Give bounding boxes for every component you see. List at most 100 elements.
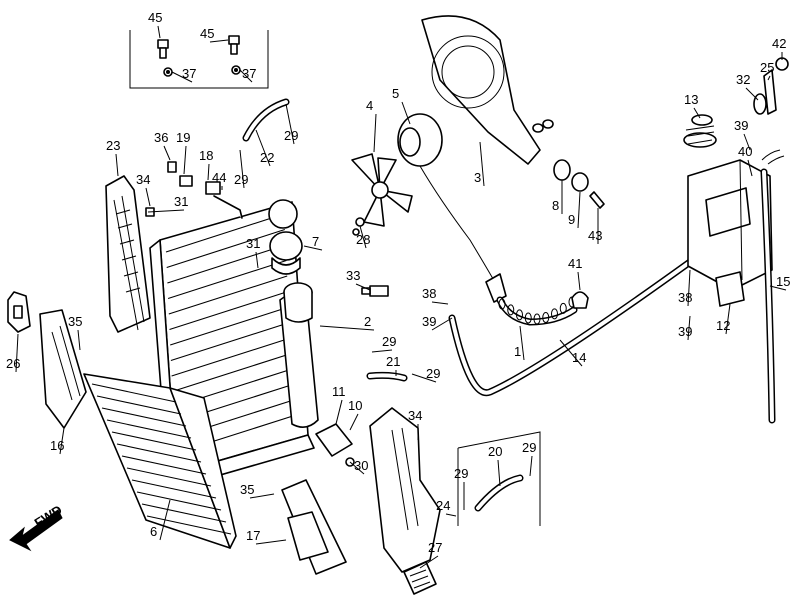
thermo-switch <box>352 217 389 297</box>
fan-shroud <box>421 15 541 165</box>
bracket-11 <box>315 423 355 467</box>
leader-line <box>209 39 229 43</box>
leader-line <box>77 329 81 351</box>
callout-label-35: 35 <box>68 314 82 329</box>
hose-22 <box>242 98 290 142</box>
grille-slat <box>111 431 197 451</box>
leader-line <box>159 499 171 541</box>
grille-slat <box>96 395 182 415</box>
leader-line <box>693 107 701 119</box>
grille-slat <box>126 467 212 487</box>
leader-line <box>255 129 271 167</box>
callout-label-31: 31 <box>246 236 260 251</box>
leader-line <box>335 399 343 425</box>
callout-label-13: 13 <box>684 92 698 107</box>
callout-label-21: 21 <box>386 354 400 369</box>
callout-label-37: 37 <box>182 66 196 81</box>
clamp-41 <box>571 291 589 309</box>
reserve-tank <box>687 159 773 307</box>
leader-line <box>559 339 583 367</box>
leader-line <box>255 251 259 269</box>
callout-label-42: 42 <box>772 36 786 51</box>
callout-label-29: 29 <box>454 466 468 481</box>
leader-line <box>255 539 287 545</box>
callout-label-14: 14 <box>572 350 586 365</box>
callout-label-24: 24 <box>436 498 450 513</box>
callout-label-7: 7 <box>312 234 319 249</box>
leader-line <box>431 317 453 331</box>
leader-line <box>349 461 365 475</box>
callout-label-39: 39 <box>678 324 692 339</box>
leader-line <box>183 145 187 175</box>
callout-label-3: 3 <box>474 170 481 185</box>
callout-label-28: 28 <box>356 232 370 247</box>
callout-label-22: 22 <box>260 150 274 165</box>
core-fin-line <box>171 337 291 377</box>
leader-line <box>373 113 377 153</box>
callout-label-30: 30 <box>354 458 368 473</box>
callout-label-15: 15 <box>776 274 790 289</box>
radiator-cap <box>268 199 313 323</box>
callout-label-44: 44 <box>212 170 226 185</box>
coil-ring <box>551 308 558 320</box>
grille-slat <box>131 479 217 499</box>
callout-label-29: 29 <box>522 440 536 455</box>
leader-line <box>239 149 245 189</box>
leader-line <box>371 349 393 353</box>
callout-label-9: 9 <box>568 212 575 227</box>
leader-line <box>725 303 731 335</box>
callout-label-25: 25 <box>760 60 774 75</box>
core-fin-line <box>167 244 286 284</box>
callout-label-8: 8 <box>552 198 559 213</box>
callout-label-11: 11 <box>332 384 346 399</box>
bolt-45a <box>157 39 173 77</box>
callout-label-16: 16 <box>50 438 64 453</box>
leader-line <box>249 493 275 499</box>
core-fin-line <box>167 259 287 300</box>
coil-ring <box>507 304 515 316</box>
core-fin-line <box>170 321 290 362</box>
callout-label-17: 17 <box>246 528 260 543</box>
fan-blade <box>351 153 413 227</box>
leader-line <box>687 269 691 307</box>
callout-label-29: 29 <box>284 128 298 143</box>
leader-line <box>767 75 771 81</box>
leader-line <box>445 513 457 517</box>
leader-line <box>147 209 185 213</box>
leader-line <box>15 333 19 373</box>
leader-line <box>319 325 375 331</box>
callout-label-29: 29 <box>426 366 440 381</box>
leader-line <box>419 555 439 569</box>
coil-ring <box>559 302 567 314</box>
callout-label-39: 39 <box>734 118 748 133</box>
mount-hardware <box>532 119 605 209</box>
core-fin-line <box>166 228 285 269</box>
grommet-27 <box>403 561 437 595</box>
leader-line <box>745 87 759 101</box>
leader-line <box>157 25 161 39</box>
callout-label-45: 45 <box>200 26 214 41</box>
callout-label-5: 5 <box>392 86 399 101</box>
bolt-45b <box>228 35 241 75</box>
callout-label-40: 40 <box>738 144 752 159</box>
callout-label-12: 12 <box>716 318 730 333</box>
leader-line <box>577 271 581 291</box>
callout-label-1: 1 <box>514 344 521 359</box>
cover-17 <box>281 479 347 575</box>
hose-21 <box>366 371 408 382</box>
callout-label-29: 29 <box>382 334 396 349</box>
clip-26 <box>7 291 31 333</box>
grille-slat <box>121 455 207 475</box>
callout-label-20: 20 <box>488 444 502 459</box>
side-plate-16 <box>39 309 87 429</box>
callout-label-37: 37 <box>242 66 256 81</box>
forward-arrow-icon <box>9 509 63 552</box>
callout-label-45: 45 <box>148 10 162 25</box>
leader-line <box>411 373 437 383</box>
pivot-hardware <box>145 161 243 219</box>
leader-line <box>529 455 533 477</box>
leader-line <box>145 187 151 207</box>
core-fin-line <box>172 352 292 393</box>
leader-line <box>743 133 751 151</box>
